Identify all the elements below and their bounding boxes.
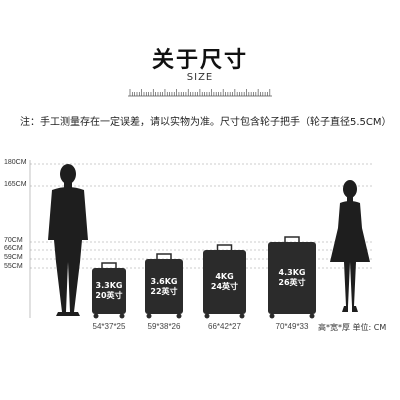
height-label: 70CM xyxy=(4,237,23,244)
suitcase-wheel xyxy=(309,313,315,319)
suitcase-size: 24英寸 xyxy=(210,282,239,291)
suitcase-dimensions: 59*38*26 xyxy=(147,322,181,331)
suitcase-wheel xyxy=(204,313,210,319)
suitcase-body xyxy=(145,259,183,314)
woman-silhouette xyxy=(330,180,370,312)
suitcases xyxy=(92,236,316,319)
height-label: 66CM xyxy=(4,245,23,252)
unit-note: 高*宽*厚 单位: CM xyxy=(318,323,387,332)
suitcase-weight: 4.3KG xyxy=(278,268,306,277)
ruler xyxy=(128,89,272,97)
height-label: 59CM xyxy=(4,254,23,261)
suitcase xyxy=(268,236,316,319)
suitcase-weight: 3.3KG xyxy=(95,281,123,290)
height-label: 55CM xyxy=(4,263,23,270)
suitcase-wheel xyxy=(146,313,152,319)
suitcase-weight: 3.6KG xyxy=(150,276,178,286)
measurement-note: 注：手工测量存在一定误差，请以实物为准。尺寸包含轮子把手（轮子直径5.5CM） xyxy=(20,117,392,128)
suitcase-wheel xyxy=(239,313,245,319)
suitcase xyxy=(203,244,246,319)
suitcase-wheel xyxy=(269,313,275,319)
suitcase-dimensions: 54*37*25 xyxy=(92,322,126,331)
page-subtitle: SIZE xyxy=(186,72,214,83)
suitcase-size: 26英寸 xyxy=(278,278,306,287)
height-label: 165CM xyxy=(4,181,27,188)
suitcase-body xyxy=(203,250,246,314)
height-label: 180CM xyxy=(4,159,27,166)
suitcase-wheel xyxy=(93,313,99,319)
suitcase-dimensions: 66*42*27 xyxy=(208,322,241,331)
man-silhouette xyxy=(48,164,88,316)
suitcase xyxy=(92,262,126,319)
suitcase-wheel xyxy=(176,313,182,319)
suitcase-size: 22英寸 xyxy=(150,286,178,296)
suitcase-wheel xyxy=(119,313,125,319)
suitcase-dimensions: 70*49*33 xyxy=(275,322,309,331)
suitcase-body xyxy=(92,268,126,314)
suitcase-weight: 4KG xyxy=(215,272,234,281)
page-title: 关于尺寸 xyxy=(151,48,248,73)
suitcase-size: 20英寸 xyxy=(95,291,123,300)
suitcase xyxy=(145,253,183,319)
suitcase-body xyxy=(268,242,316,314)
